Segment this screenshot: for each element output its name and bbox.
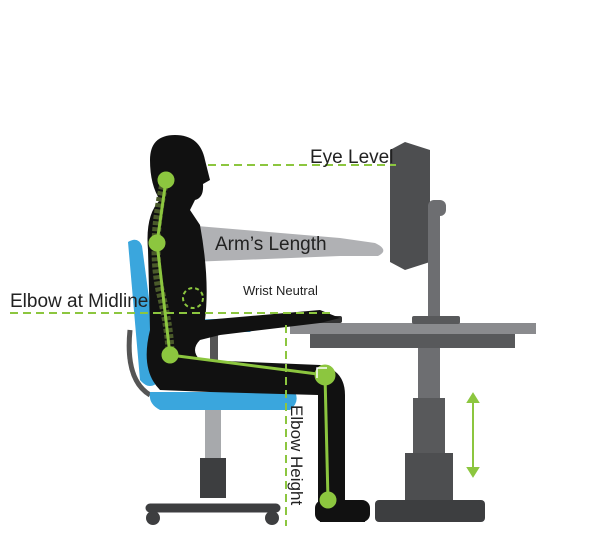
joint-hip xyxy=(161,346,179,364)
height-adjust-arrow-icon xyxy=(466,392,480,478)
arm-length-arm xyxy=(185,225,384,262)
elbow-height-label: Elbow Height xyxy=(287,405,306,505)
desk-leg-upper xyxy=(418,348,440,398)
chair-seat xyxy=(149,392,297,410)
chair-gas-lift xyxy=(205,410,221,460)
elbow-joint-marker xyxy=(182,287,204,309)
knee-angle-marker xyxy=(316,367,327,378)
eye-level-label: Eye Level xyxy=(310,147,393,168)
monitor-arm xyxy=(428,210,440,322)
monitor-base xyxy=(412,316,460,324)
desk-frame xyxy=(310,334,515,348)
wrist-neutral-label: Wrist Neutral xyxy=(243,283,318,298)
chair-back-support xyxy=(126,329,152,398)
posture-skeleton xyxy=(148,171,337,509)
joint-head xyxy=(157,171,175,189)
monitor-screen xyxy=(390,142,430,270)
joint-neck xyxy=(148,234,166,252)
monitor xyxy=(390,142,460,324)
desk-leg-middle xyxy=(413,398,445,453)
desk-top xyxy=(290,323,536,334)
joint-ankle xyxy=(319,491,337,509)
standing-desk xyxy=(290,323,536,522)
joint-knee xyxy=(314,364,336,386)
desk-foot xyxy=(375,500,485,522)
chair-cylinder xyxy=(200,458,226,498)
elbow-midline-label: Elbow at Midline xyxy=(10,291,148,312)
chair-wheel xyxy=(265,511,279,525)
arms-length-label: Arm’s Length xyxy=(215,234,327,255)
chair-wheel xyxy=(146,511,160,525)
desk-leg-lower xyxy=(405,453,453,501)
body-silhouette xyxy=(146,135,365,522)
